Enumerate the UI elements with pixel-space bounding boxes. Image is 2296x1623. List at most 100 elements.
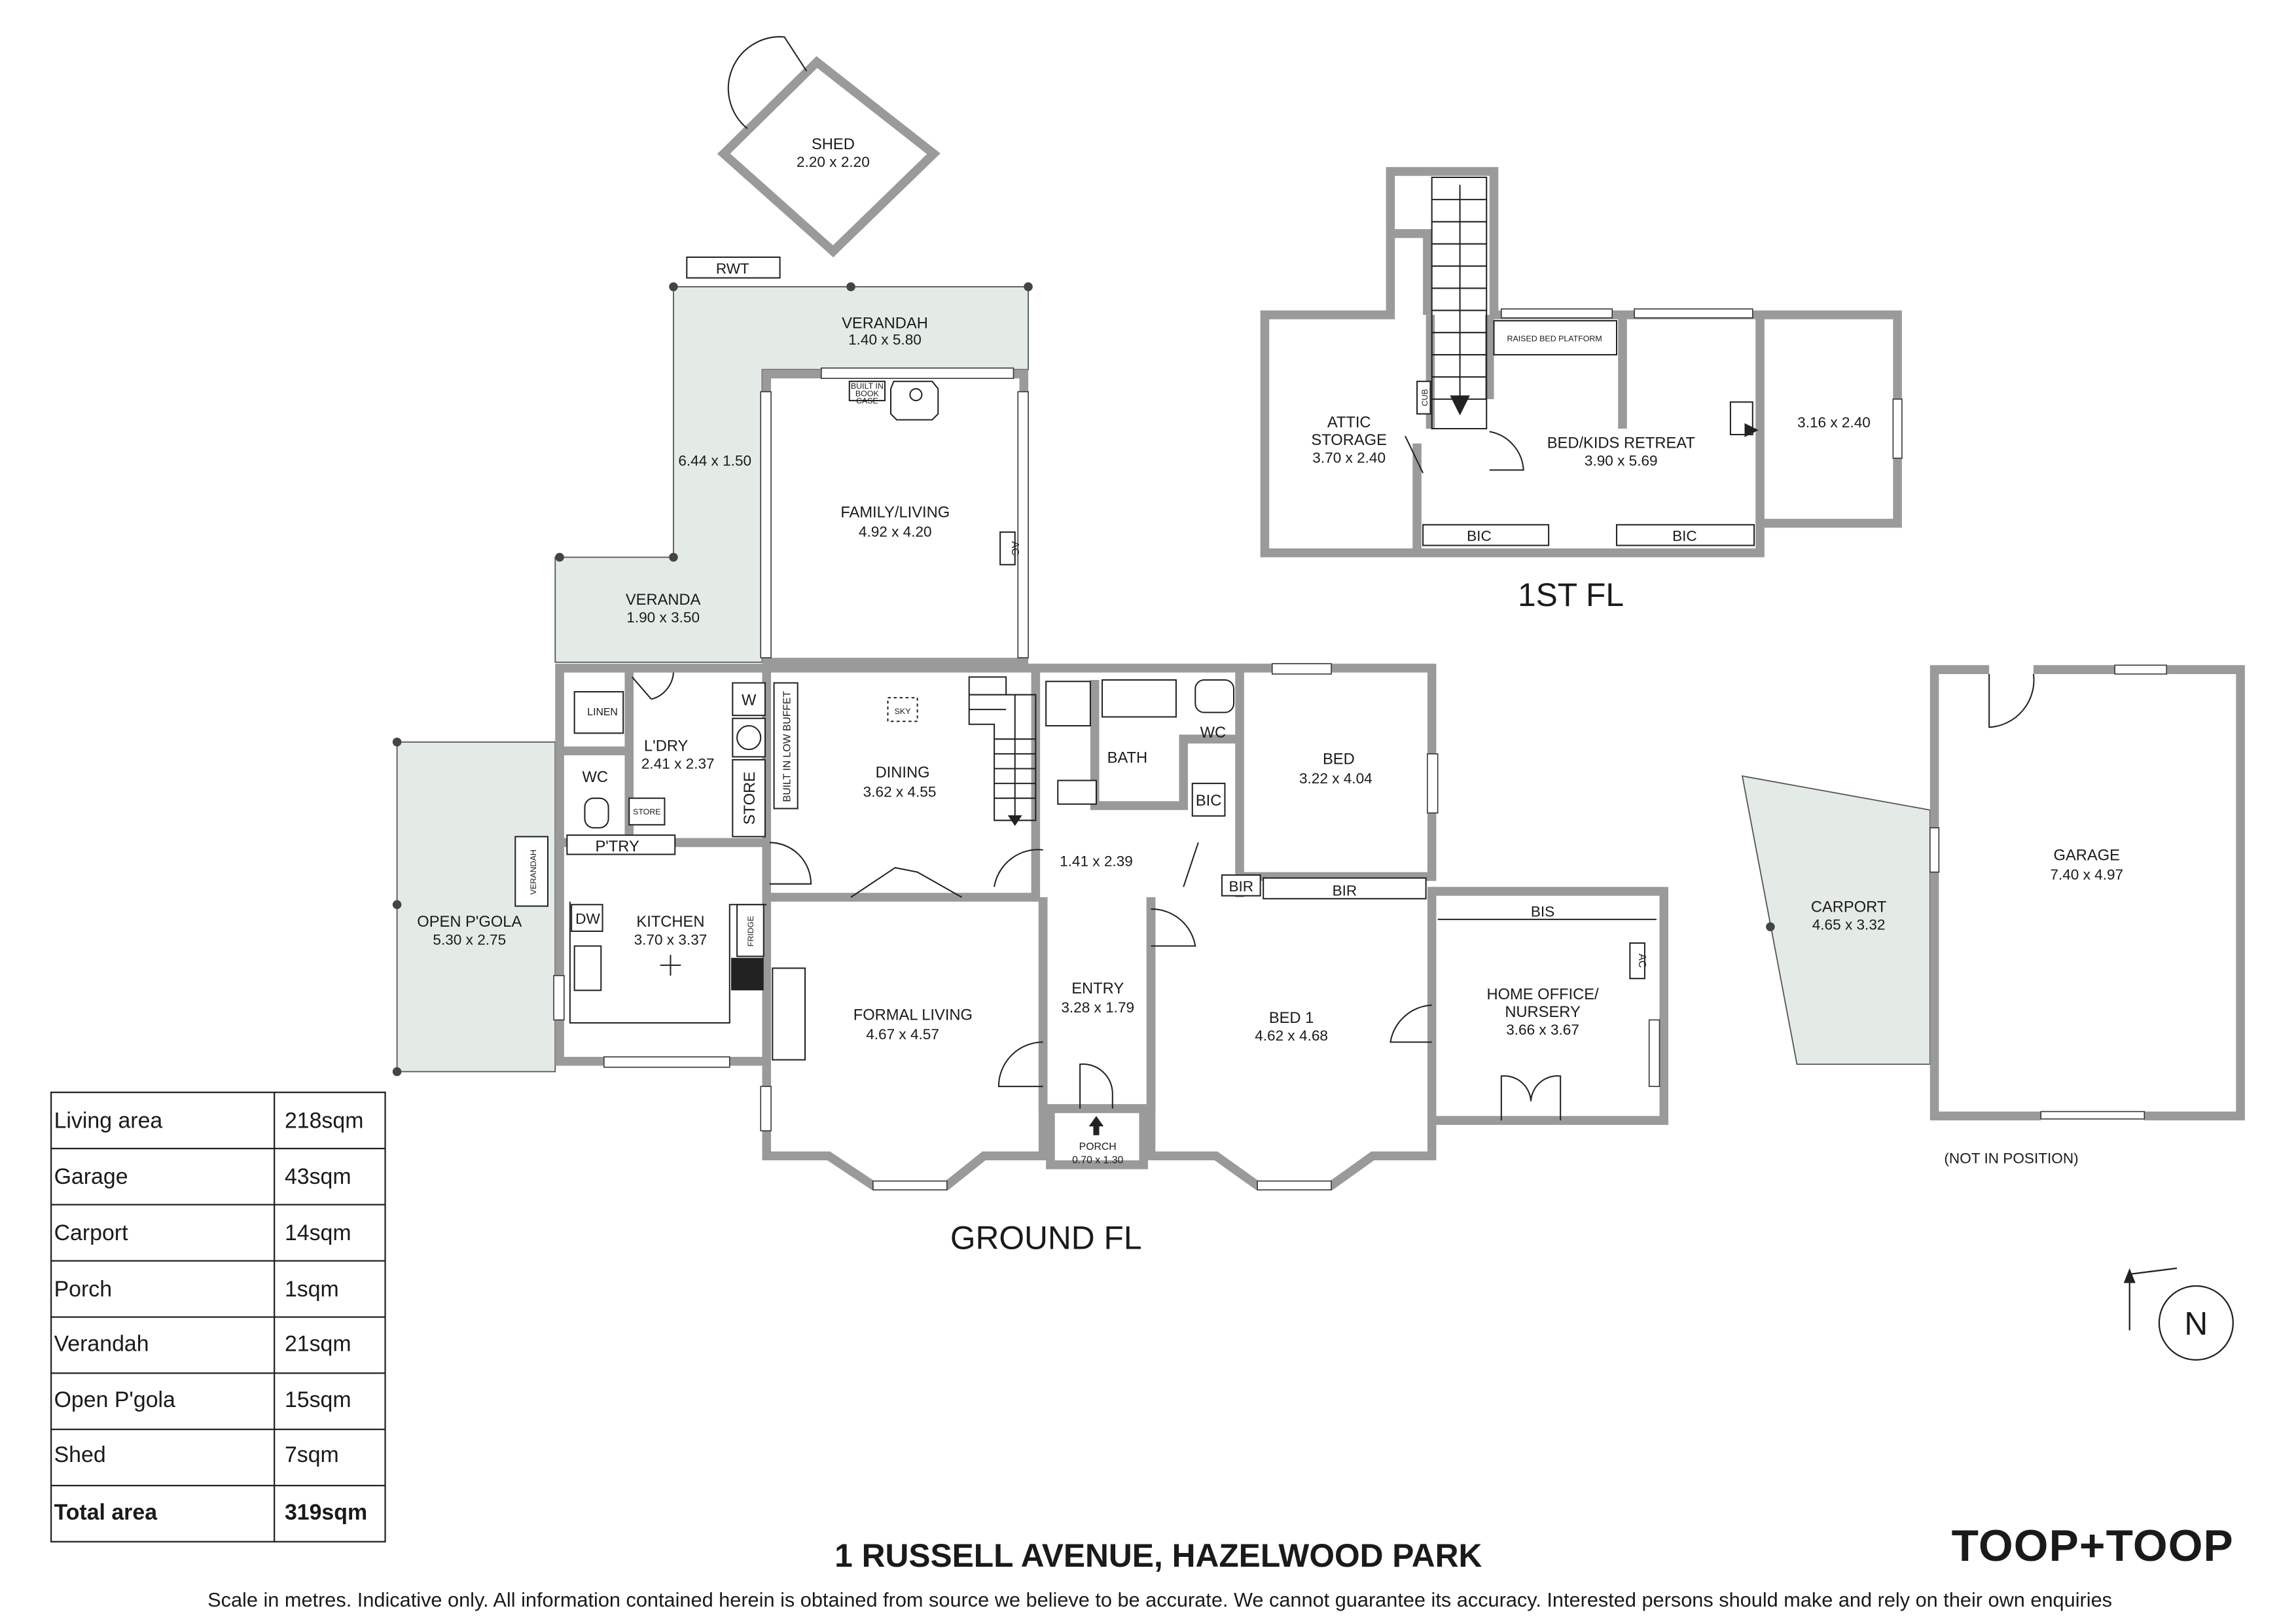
first-floor-staircase	[1431, 177, 1488, 430]
pergola-dims: 5.30 x 2.75	[433, 931, 506, 948]
pantry-label: P'TRY	[595, 838, 639, 855]
bic1-label: BIC	[1467, 528, 1492, 544]
svg-text:Total area: Total area	[54, 1500, 158, 1525]
svg-text:319sqm: 319sqm	[285, 1500, 367, 1525]
dining-label: DINING	[876, 764, 930, 781]
raised-bed-platform	[1493, 320, 1618, 356]
svg-text:Living area: Living area	[54, 1108, 163, 1133]
svg-text:Porch: Porch	[54, 1277, 112, 1302]
carport-dims: 4.65 x 3.32	[1812, 917, 1886, 933]
ground-floor-label: GROUND FL	[950, 1220, 1142, 1257]
porch-label: PORCH	[1079, 1141, 1117, 1152]
small-store	[628, 797, 666, 826]
rwt-label: RWT	[716, 260, 749, 277]
office-ac-label: AC	[1636, 954, 1647, 968]
cooktop-icon	[731, 957, 764, 991]
not-in-position-note: (NOT IN POSITION)	[1944, 1150, 2078, 1167]
office-label-2: NURSERY	[1505, 1004, 1581, 1021]
table-row: Garage 43sqm	[54, 1164, 351, 1189]
garage-label: GARAGE	[2054, 847, 2120, 865]
bath-basin	[1057, 779, 1097, 805]
staircase	[968, 676, 1037, 827]
veranda-dims: 1.90 x 3.50	[626, 609, 700, 626]
table-row: Open P'gola 15sqm	[54, 1387, 351, 1412]
svg-text:14sqm: 14sqm	[285, 1221, 351, 1245]
wc2-label: WC	[1200, 724, 1226, 741]
shower	[1045, 681, 1091, 727]
shed-door	[727, 36, 808, 130]
entry-dims: 3.28 x 1.79	[1061, 999, 1134, 1016]
pantry	[566, 834, 676, 855]
bic-label: BIC	[1196, 793, 1222, 810]
upper-room-dims: 3.16 x 2.40	[1797, 414, 1871, 431]
pergola-area	[396, 741, 556, 1073]
first-floor-walls	[1260, 167, 1902, 558]
bic2	[1615, 524, 1755, 546]
shed: SHED 2.20 x 2.20	[717, 36, 941, 258]
table-row: Carport 14sqm	[54, 1221, 351, 1245]
raised-bed-platform-label: RAISED BED PLATFORM	[1507, 334, 1602, 344]
garage-dims: 7.40 x 4.97	[2050, 866, 2123, 883]
buffet-label: BUILT IN LOW BUFFET	[781, 690, 793, 802]
svg-text:Carport: Carport	[54, 1221, 128, 1245]
svg-text:Shed: Shed	[54, 1442, 106, 1467]
first-floor-label: 1ST FL	[1518, 577, 1624, 613]
veranda-label: VERANDA	[626, 592, 701, 609]
dw-label: DW	[575, 911, 600, 927]
fridge	[736, 904, 764, 957]
shed-dims: 2.20 x 2.20	[797, 154, 870, 170]
area-table: Living area 218sqm Garage 43sqm Carport 14s…	[50, 1092, 386, 1543]
verandah-label: VERANDAH	[842, 315, 928, 332]
entry-arrow-icon	[1088, 1116, 1104, 1135]
svg-text:Open P'gola: Open P'gola	[54, 1387, 175, 1412]
retreat-label: BED/KIDS RETREAT	[1547, 435, 1695, 452]
kitchen-label: KITCHEN	[636, 914, 704, 931]
verandah-posts	[555, 282, 1033, 562]
ceiling-fan-icon	[660, 955, 681, 976]
laundry-label: L'DRY	[644, 738, 689, 755]
svg-text:Garage: Garage	[54, 1164, 128, 1189]
cub-cupboard	[1416, 380, 1431, 415]
small-verandah	[514, 836, 549, 907]
svg-text:15sqm: 15sqm	[285, 1387, 351, 1412]
family-living-dims: 4.92 x 4.20	[859, 524, 932, 540]
shed-label: SHED	[812, 136, 855, 153]
retreat-dims: 3.90 x 5.69	[1585, 452, 1658, 469]
attic-dims: 3.70 x 2.40	[1312, 450, 1386, 466]
bir-small	[1221, 874, 1261, 897]
linen-label: LINEN	[587, 707, 618, 718]
ac-label: AC	[1009, 541, 1020, 556]
linen-cupboard	[573, 691, 624, 734]
garage-walls	[1929, 665, 2245, 1121]
bic1	[1422, 524, 1550, 546]
svg-text:7sqm: 7sqm	[285, 1442, 339, 1467]
svg-text:Verandah: Verandah	[54, 1331, 149, 1356]
svg-text:218sqm: 218sqm	[285, 1108, 363, 1133]
svg-text:43sqm: 43sqm	[285, 1164, 351, 1189]
pergola-label: OPEN P'GOLA	[417, 914, 522, 931]
carport-label: CARPORT	[1811, 899, 1886, 916]
bic-cupboard	[1191, 783, 1226, 817]
disclaimer: Scale in metres. Indicative only. All in…	[207, 1588, 2112, 1611]
bir-small-label: BIR	[1229, 878, 1253, 895]
bir	[1263, 877, 1427, 900]
air-conditioner	[999, 531, 1016, 565]
built-in-bookcase	[848, 380, 886, 402]
table-row: Shed 7sqm	[54, 1442, 339, 1467]
bookcase-label: CASE	[856, 397, 878, 406]
cub-label: CUB	[1420, 389, 1429, 406]
dining-dims: 3.62 x 4.55	[863, 783, 937, 800]
attic-label: ATTIC	[1327, 414, 1371, 431]
bic2-label: BIC	[1672, 528, 1697, 544]
bed1-label: BED 1	[1269, 1010, 1314, 1027]
svg-text:1sqm: 1sqm	[285, 1277, 339, 1302]
store-label: STORE	[742, 772, 759, 825]
compass-n-label: N	[2184, 1306, 2208, 1342]
svg-text:21sqm: 21sqm	[285, 1331, 351, 1356]
laundry-dims: 2.41 x 2.37	[641, 755, 715, 772]
small-stair	[1729, 401, 1759, 437]
formal-living-dims: 4.67 x 4.57	[866, 1026, 939, 1043]
verandah-side-dims: 6.44 x 1.50	[678, 452, 751, 469]
entry-label: ENTRY	[1071, 980, 1124, 997]
fridge-label: FRIDGE	[746, 916, 755, 947]
